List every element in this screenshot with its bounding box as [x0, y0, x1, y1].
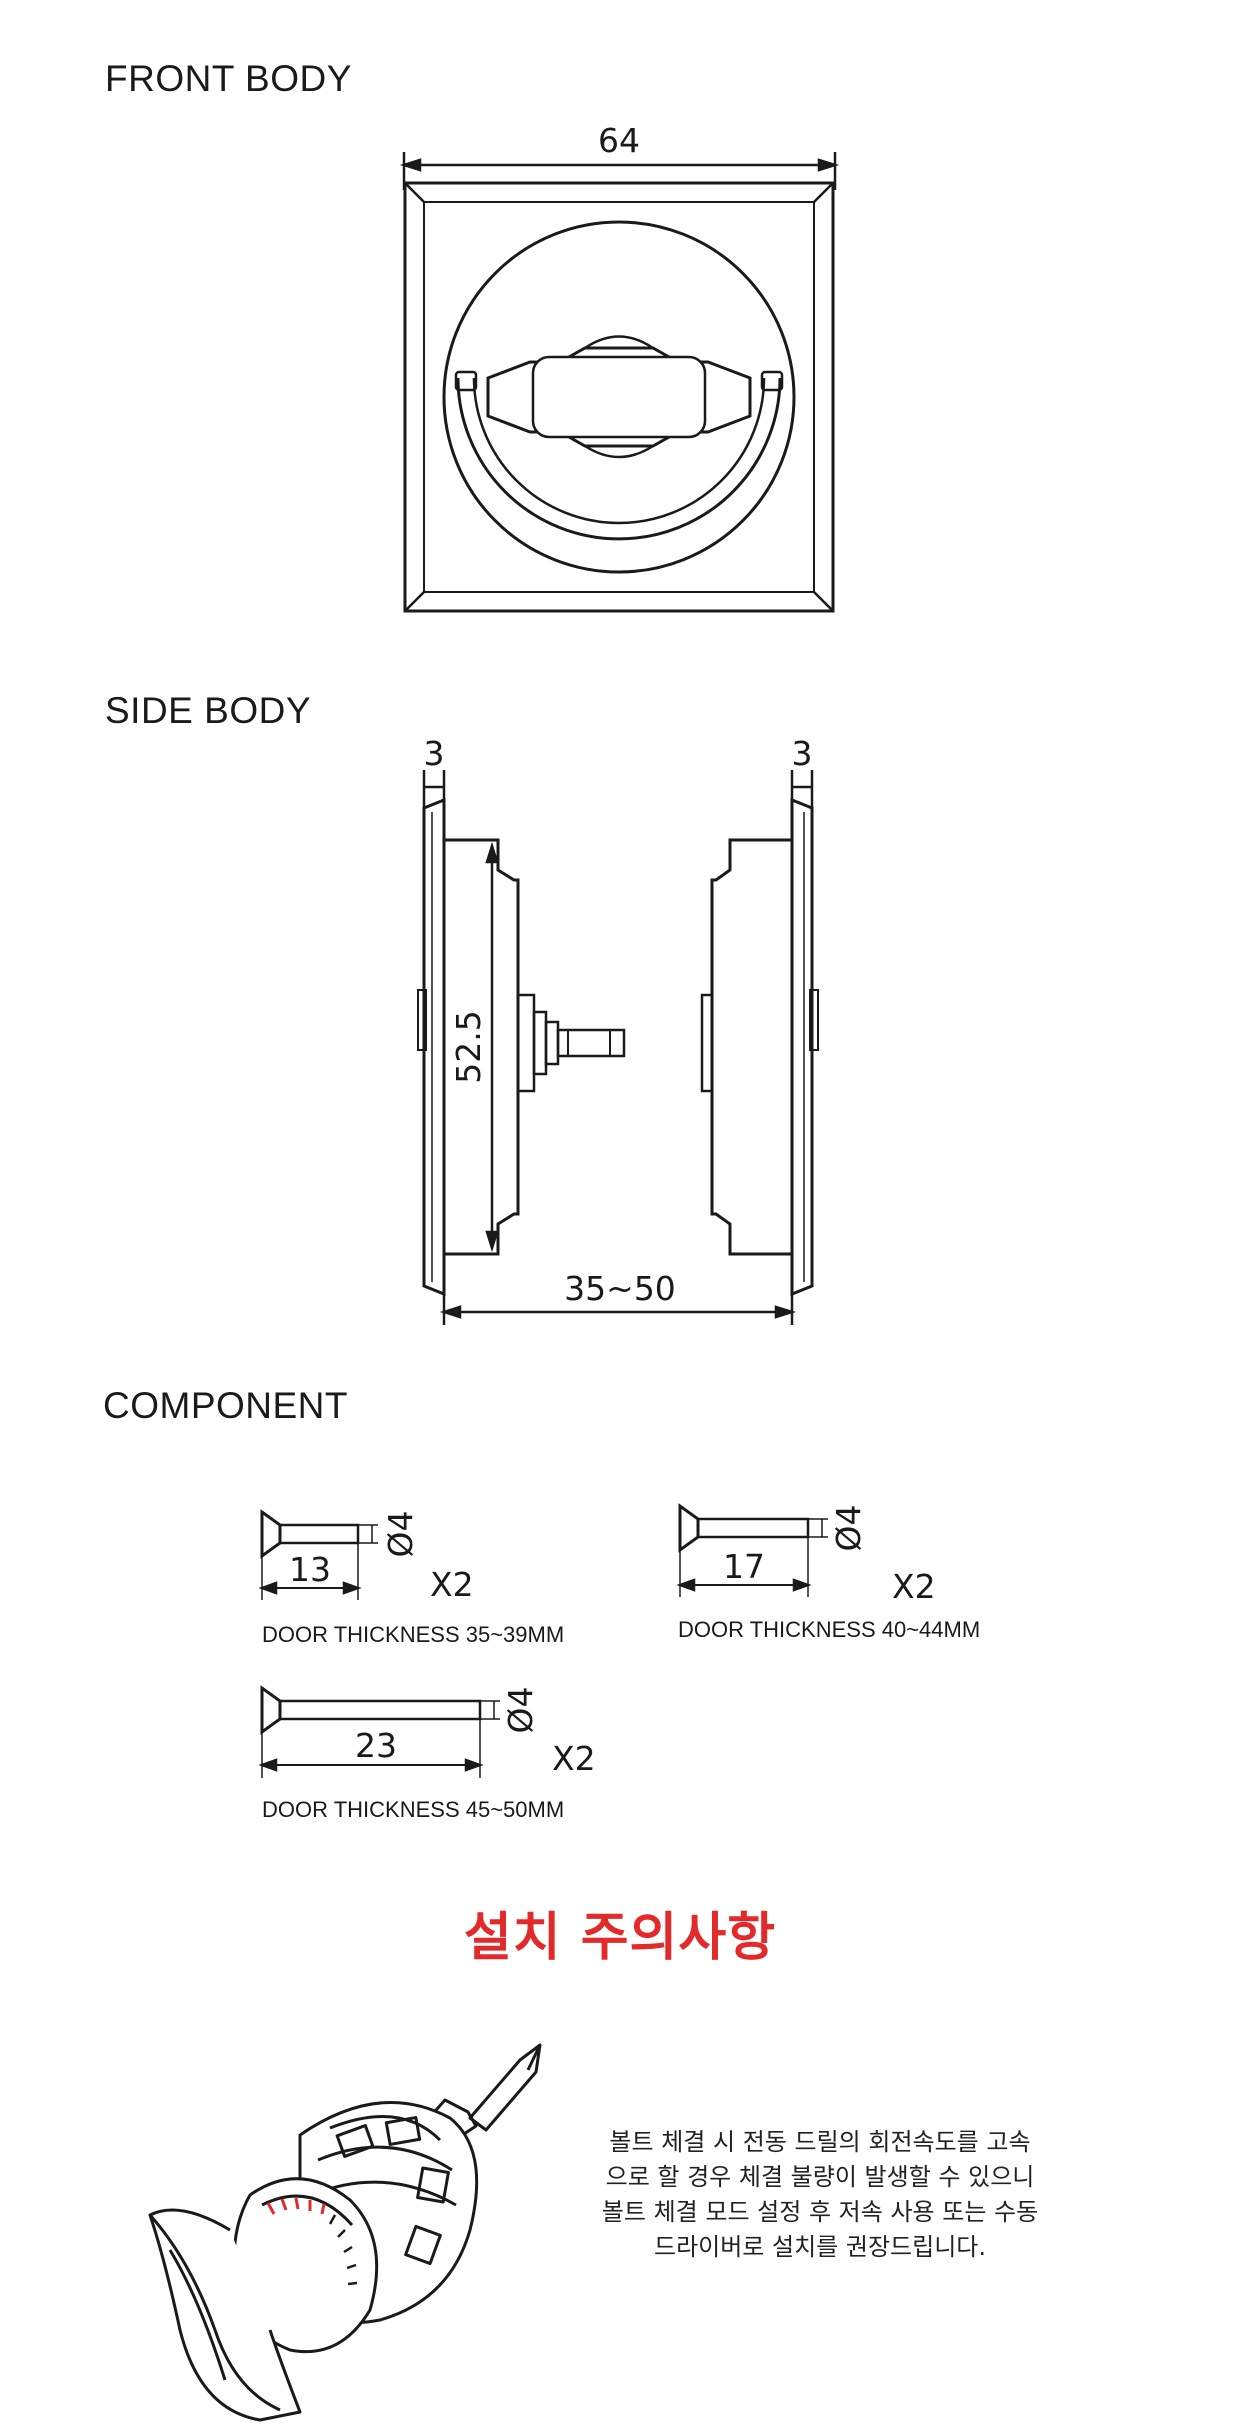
screw-13-diameter: Ø4 [381, 1511, 420, 1558]
side-body-title: SIDE BODY [105, 690, 311, 731]
door-range-label: 35~50 [564, 1269, 676, 1308]
screw-23-length: 23 [355, 1726, 397, 1765]
front-ring-outer [456, 377, 782, 541]
screw-23-diameter: Ø4 [501, 1687, 540, 1734]
thumb-turn-grip [531, 355, 707, 439]
component-title: COMPONENT [103, 1385, 348, 1426]
screw-23-qty: X2 [552, 1739, 596, 1778]
caution-line-2: 으로 할 경우 체결 불량이 발생할 수 있으니 [605, 2163, 1035, 2191]
front-plate-inner [423, 201, 815, 593]
screw-13 [258, 1509, 378, 1600]
front-ring-inner [472, 377, 766, 525]
front-body-drawing: 64 [399, 121, 840, 613]
caution-line-1: 볼트 체결 시 전동 드릴의 회전속도를 고속 [609, 2128, 1031, 2156]
screw-13-qty: X2 [430, 1565, 474, 1604]
left-thickness-label: 3 [424, 734, 445, 773]
height-label: 52.5 [449, 1010, 488, 1083]
screw-17-caption: DOOR THICKNESS 40~44MM [678, 1617, 981, 1642]
screw-23-caption: DOOR THICKNESS 45~50MM [262, 1797, 565, 1822]
screw-17-diameter: Ø4 [829, 1505, 868, 1552]
screw-17 [676, 1503, 828, 1597]
spindle [556, 1028, 626, 1058]
front-rosette [442, 220, 796, 574]
right-thickness-label: 3 [792, 734, 813, 773]
screw-13-length: 13 [289, 1550, 331, 1589]
front-body-title: FRONT BODY [105, 58, 352, 99]
caution-line-3: 볼트 체결 모드 설정 후 저속 사용 또는 수동 [601, 2198, 1039, 2226]
screw-17-qty: X2 [892, 1567, 936, 1606]
screw-13-caption: DOOR THICKNESS 35~39MM [262, 1622, 565, 1647]
component-drawing: 13 Ø4 X2 17 Ø4 X2 23 Ø4 X2 [258, 1503, 936, 1778]
screw-17-length: 17 [723, 1547, 765, 1586]
front-width-label: 64 [598, 121, 640, 160]
side-body-drawing: 3 3 52.5 35~50 [417, 734, 819, 1325]
front-plate-outer [403, 181, 835, 613]
caution-title: 설치 주의사항 [463, 1908, 777, 1968]
screw-23 [258, 1685, 500, 1778]
caution-notice: 볼트 체결 시 전동 드릴의 회전속도를 고속 으로 할 경우 체결 불량이 발… [560, 2125, 1080, 2265]
caution-line-4: 드라이버로 설치를 권장드립니다. [653, 2233, 986, 2261]
